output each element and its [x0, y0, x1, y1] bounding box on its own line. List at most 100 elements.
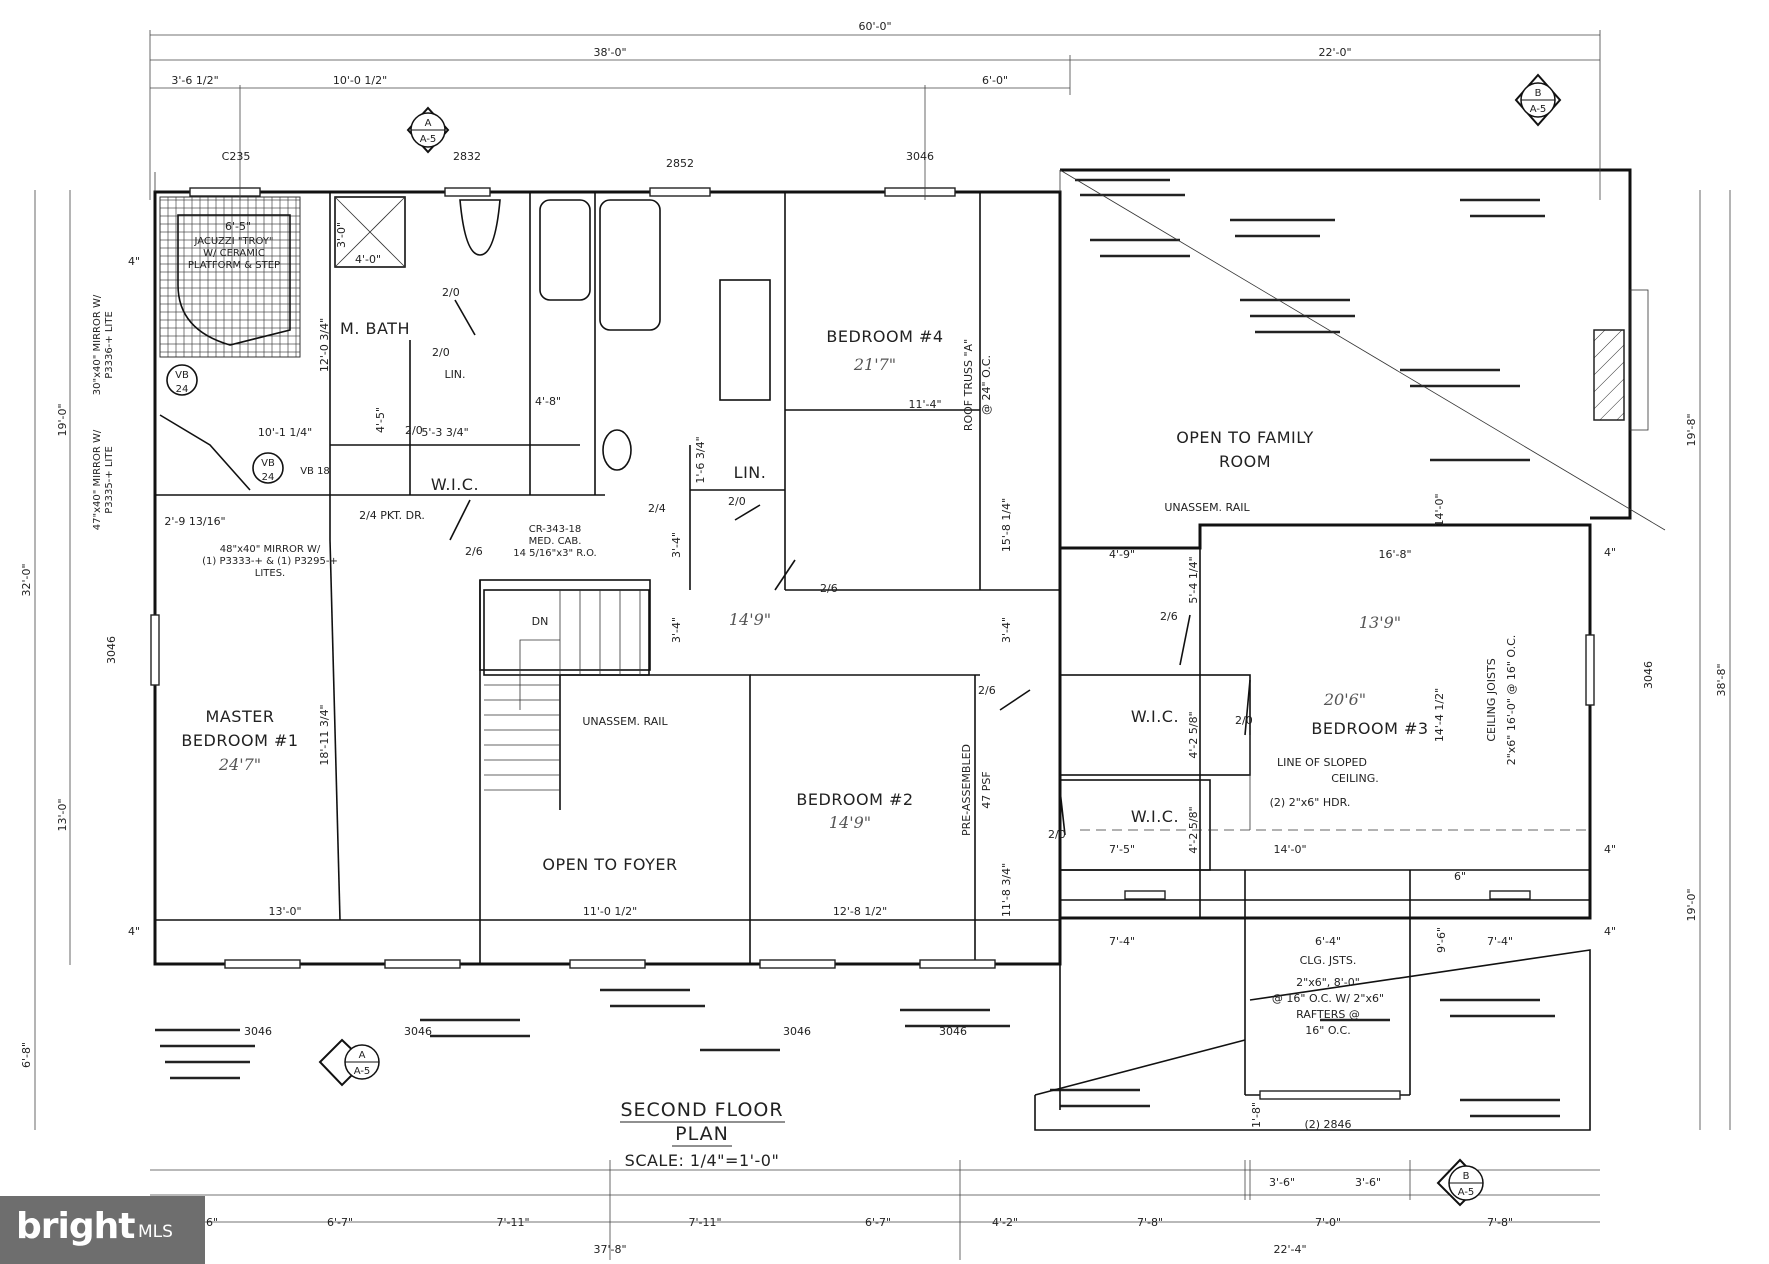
vanity-basin-size-1: 24 [176, 384, 189, 395]
dim-bottom-0: 6" [206, 1216, 218, 1229]
interior-walls [155, 192, 1591, 1131]
dim-bottom-7: 7'-0" [1315, 1216, 1341, 1229]
handwritten-bedroom4-size: 21'7" [853, 355, 896, 374]
dimension-labels: 60'-0" 38'-0" 22'-0" 3'-6 1/2" 10'-0 1/2… [20, 20, 1728, 1256]
mirror-b-note-2: P3335-+ LITE [104, 446, 115, 514]
dim-4in-left-top: 4" [128, 255, 140, 268]
header-note: (2) 2"x6" HDR. [1270, 796, 1351, 809]
vanity-basin-size-2: 24 [262, 472, 275, 483]
jacuzzi-note-2: W/ CERAMIC [203, 248, 265, 259]
section-b-label: B [1535, 88, 1542, 99]
dim-29: 2'-9 13/16" [164, 515, 225, 528]
dim-4in-left-bottom: 4" [128, 925, 140, 938]
roof-truss-note: ROOF TRUSS "A" [962, 339, 975, 431]
med-cab-note-1: CR-343-18 [529, 524, 582, 535]
dim-4in-right-2: 4" [1604, 843, 1616, 856]
dim-34-a: 3'-4" [670, 532, 683, 558]
dim-64: 6'-4" [1315, 935, 1341, 948]
window-3046-b1-label: 3046 [244, 1025, 272, 1038]
dim-bottom-3: 7'-11" [688, 1216, 721, 1229]
master-bedroom-number: BEDROOM #1 [181, 731, 298, 750]
section-marker-a-top: A A-5 [406, 106, 450, 154]
handwritten-notes: 24'7" 21'7" 14'9" 20'6" 13'9" 14'9" [218, 355, 1401, 832]
pocket-door-note: 2/4 PKT. DR. [359, 509, 425, 522]
section-marker-b-top: B A-5 [1514, 73, 1562, 127]
plan-title-line-2: PLAN [675, 1123, 729, 1145]
dim-bottom-right-total: 22'-4" [1273, 1243, 1306, 1256]
wic-label-bath: W.I.C. [431, 475, 479, 494]
window-3046-top [884, 187, 956, 197]
dim-top-total: 60'-0" [858, 20, 891, 33]
plan-title-line-1: SECOND FLOOR [620, 1099, 783, 1121]
ceiling-joists-size: 2"x6" 16'-0" @ 16" O.C. [1505, 635, 1518, 766]
mirror-c-note-3: LITES. [255, 568, 285, 579]
dim-bottom-8: 7'-8" [1487, 1216, 1513, 1229]
window-c235 [189, 187, 261, 197]
jacuzzi-note-1: JACUZZI "TROY" [193, 236, 273, 247]
linen-label: LIN. [734, 463, 767, 482]
clg-jsts-note: CLG. JSTS. [1300, 954, 1357, 967]
stairs-down-label: DN [532, 615, 549, 628]
dim-wic-75: 7'-5" [1109, 843, 1135, 856]
dim-master-depth: 18'-11 3/4" [318, 704, 331, 765]
door-label-9: 2/6 [1160, 610, 1178, 623]
dim-right-388: 38'-8" [1715, 663, 1728, 696]
mirror-c-note-2: (1) P3333-+ & (1) P3295-+ [202, 556, 338, 567]
door-label-5: 2/6 [820, 582, 838, 595]
window-2852 [649, 187, 711, 197]
dim-bottom-5: 4'-2" [992, 1216, 1018, 1229]
dim-right-190: 19'-0" [1685, 888, 1698, 921]
door-label-2: 2/0 [432, 346, 450, 359]
window-bottom-2 [384, 959, 461, 969]
window-bottom-3 [569, 959, 646, 969]
window-c235-label: C235 [222, 150, 251, 163]
mirror-a-note-1: 30"x40" MIRROR W/ [92, 294, 103, 395]
section-a-bottom-ref: A-5 [354, 1066, 371, 1077]
plan-scale: SCALE: 1/4"=1'-0" [625, 1151, 780, 1170]
wic-label-2: W.I.C. [1131, 807, 1179, 826]
room-labels: MASTER BEDROOM #1 BEDROOM #2 BEDROOM #3 … [181, 319, 1428, 874]
window-3046-right-label: 3046 [1642, 661, 1655, 689]
dim-74-left: 7'-4" [1109, 935, 1135, 948]
dim-bottom-10: 3'-6" [1355, 1176, 1381, 1189]
dim-bedroom4-depth: 15'-8 1/4" [1000, 498, 1013, 552]
window-small-1 [1124, 890, 1166, 900]
bright-mls-watermark: bright MLS [0, 1196, 205, 1264]
dim-4in-right-3: 4" [1604, 925, 1616, 938]
window-bottom-4 [759, 959, 836, 969]
master-bath-label: M. BATH [340, 319, 410, 338]
dim-top-3: 6'-0" [982, 74, 1008, 87]
vanity-basin-label-1: VB [175, 370, 189, 381]
window-labels: 2832 2852 3046 3046 3046 3046 3046 3046 … [105, 150, 1655, 1038]
dim-master-width: 13'-0" [268, 905, 301, 918]
sloped-ceiling-note-2: CEILING. [1331, 772, 1379, 785]
door-label-10: 2/0 [1235, 714, 1253, 727]
bedroom-2-label: BEDROOM #2 [796, 790, 913, 809]
dim-right-198: 19'-8" [1685, 413, 1698, 446]
dim-53: 5'-3 3/4" [421, 426, 468, 439]
handwritten-hall-size: 14'9" [729, 610, 771, 629]
dim-4in-right-1: 4" [1604, 546, 1616, 559]
plan-title-block: SECOND FLOOR PLAN SCALE: 1/4"=1'-0" [620, 1099, 785, 1170]
dim-bedroom4-width: 11'-4" [908, 398, 941, 411]
dim-left-total: 32'-0" [20, 563, 33, 596]
ceiling-joists-note: CEILING JOISTS [1485, 658, 1498, 741]
handwritten-master-size: 24'7" [218, 755, 261, 774]
unassem-rail-note-1: UNASSEM. RAIL [582, 715, 668, 728]
dim-34-c: 3'-4" [1000, 617, 1013, 643]
mirror-c-note-1: 48"x40" MIRROR W/ [220, 544, 321, 555]
dim-bottom-2: 7'-11" [496, 1216, 529, 1229]
dim-top-2: 10'-0 1/2" [333, 74, 387, 87]
door-label-6: 2/0 [728, 495, 746, 508]
door-label-7: 2/4 [648, 502, 666, 515]
dim-bottom-left-total: 37'-8" [593, 1243, 626, 1256]
door-label-3: 2/0 [405, 424, 423, 437]
handwritten-bedroom2-size: 14'9" [829, 813, 871, 832]
dim-140: 14'-0" [1273, 843, 1306, 856]
med-cab-note-2: MED. CAB. [529, 536, 582, 547]
dim-34-b: 3'-4" [670, 617, 683, 643]
dim-45: 4'-5" [374, 407, 387, 433]
plan-notes: UNASSEM. RAIL UNASSEM. RAIL ROOF TRUSS "… [92, 150, 1518, 1131]
dim-bottom-4: 6'-7" [865, 1216, 891, 1229]
